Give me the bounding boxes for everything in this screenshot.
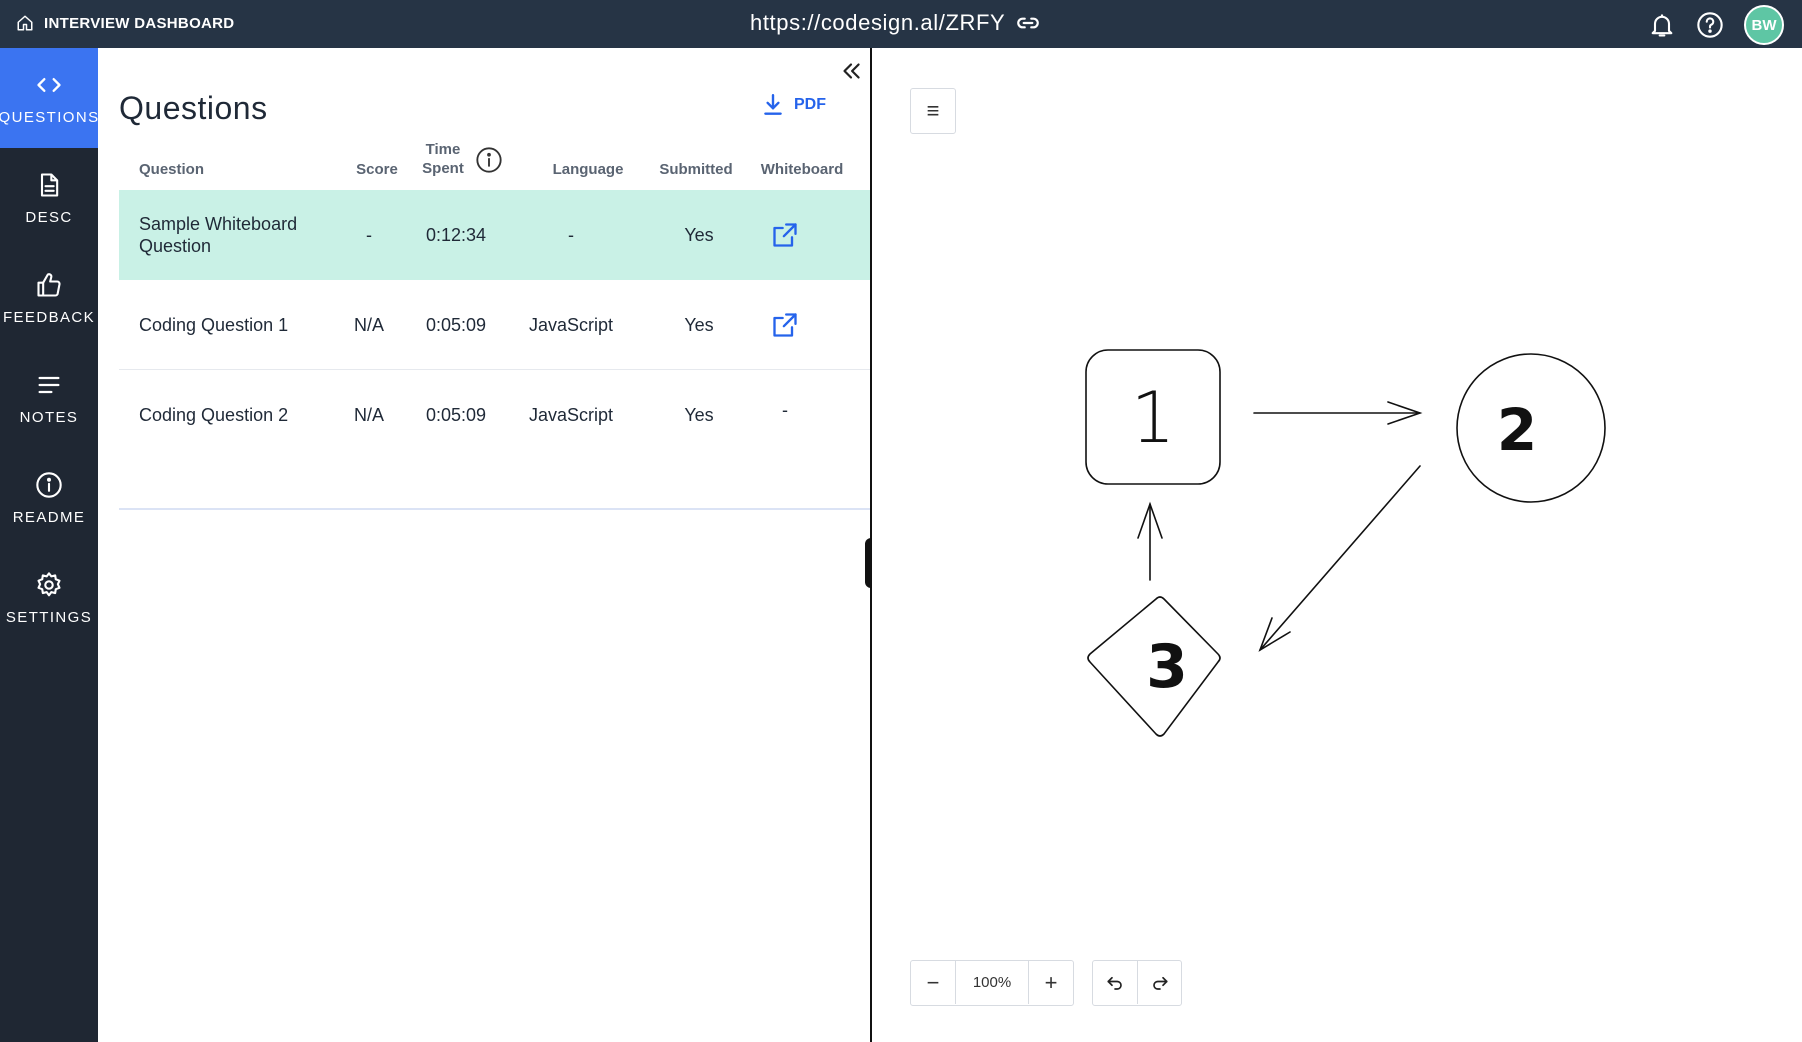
score-value: - [366,224,372,245]
column-header-time-line1: Time [425,141,461,158]
dashboard-title: INTERVIEW DASHBOARD [44,14,235,32]
arrow-diamond-to-square[interactable] [1137,501,1163,581]
open-external-icon[interactable] [771,221,799,249]
bell-icon[interactable] [1648,11,1676,39]
square-shape[interactable] [1085,349,1221,485]
sidebar-item-desc[interactable]: DESC [0,148,98,248]
document-icon [40,172,59,197]
page-title: Questions [119,90,268,126]
download-icon [764,94,782,115]
table-row[interactable]: Coding Question 2 N/A 0:05:09 JavaScript… [119,370,870,460]
time-spent-value: 0:12:34 [425,224,487,245]
undo-button[interactable] [1093,961,1137,1004]
top-bar: INTERVIEW DASHBOARD https://codesign.al/… [0,0,1802,48]
zoom-in-button[interactable]: + [1044,969,1058,995]
sidebar-item-label: QUESTIONS [0,108,100,126]
sidebar-item-questions[interactable]: QUESTIONS [0,48,98,148]
circle-label: 2 [1497,396,1537,464]
submitted-value: Yes [684,314,714,335]
time-spent-value: 0:05:09 [425,314,487,335]
thumbs-up-icon [37,272,61,297]
whiteboard-menu-button[interactable]: ≡ [910,88,956,134]
session-url-text: https://codesign.al/ZRFY [750,10,1006,35]
submitted-value: Yes [684,404,714,425]
whiteboard-canvas[interactable]: 1 2 3 ≡ − 100% + [872,48,1802,1042]
whiteboard-link[interactable] [752,280,818,370]
download-pdf-button[interactable]: PDF [760,92,826,118]
language-value: JavaScript [528,404,614,425]
sidebar: QUESTIONS DESC FEEDBACK NOTES README SET… [0,48,98,1042]
sidebar-item-label: README [12,508,86,526]
notes-lines-icon [38,376,60,393]
questions-panel: Questions PDF Question Score Time Spent … [98,48,870,1042]
whiteboard-value: - [782,400,788,420]
question-name: Coding Question 1 [139,315,289,335]
column-header-whiteboard: Whiteboard [760,161,844,178]
dashboard-home-link[interactable]: INTERVIEW DASHBOARD [16,14,234,32]
column-header-language: Language [552,161,624,178]
redo-button[interactable] [1137,961,1181,1004]
sidebar-item-label: FEEDBACK [2,308,96,326]
sidebar-item-label: NOTES [19,408,79,426]
sidebar-item-label: SETTINGS [5,608,93,626]
time-spent-value: 0:05:09 [425,404,487,425]
table-bottom-border [119,508,870,510]
column-header-submitted: Submitted [659,161,733,178]
sidebar-item-notes[interactable]: NOTES [0,348,98,448]
zoom-out-button[interactable]: − [926,969,940,995]
zoom-controls: − 100% + [910,960,1074,1006]
arrow-circle-to-diamond[interactable] [1258,465,1421,652]
question-name: Sample Whiteboard Question [139,214,298,256]
collapse-panel-icon[interactable] [838,58,864,84]
home-icon [17,15,33,31]
table-row[interactable]: Coding Question 1 N/A 0:05:09 JavaScript… [119,280,870,370]
sidebar-item-feedback[interactable]: FEEDBACK [0,248,98,348]
whiteboard-drawing: 1 2 3 [1085,349,1606,737]
user-avatar[interactable]: BW [1744,5,1784,45]
circle-shape[interactable] [1456,353,1606,503]
language-value: JavaScript [528,314,614,335]
session-url[interactable]: https://codesign.al/ZRFY [750,10,1041,36]
column-header-time-line2: Spent [422,160,464,177]
square-label: 1 [1131,377,1176,459]
gear-icon [37,571,61,596]
sidebar-item-readme[interactable]: README [0,448,98,548]
table-row[interactable]: Sample Whiteboard Question - 0:12:34 - Y… [119,190,870,280]
header-actions: BW [1648,5,1784,45]
sidebar-item-label: DESC [25,208,73,226]
open-external-icon[interactable] [771,311,799,339]
diamond-shape[interactable] [1087,596,1221,737]
score-value: N/A [353,314,384,335]
sidebar-item-settings[interactable]: SETTINGS [0,548,98,648]
info-circle-icon [36,471,62,498]
info-icon[interactable] [475,146,503,174]
question-name: Coding Question 2 [139,405,289,425]
code-brackets-icon [37,77,61,92]
zoom-level: 100% [955,961,1029,1004]
submitted-value: Yes [684,224,714,245]
diamond-label: 3 [1146,632,1188,702]
undo-icon [1107,976,1122,990]
redo-icon [1152,976,1168,990]
link-icon[interactable] [1015,10,1041,36]
pdf-label: PDF [794,96,826,113]
history-controls [1092,960,1182,1006]
help-icon[interactable] [1696,11,1724,39]
score-value: N/A [353,404,384,425]
column-header-question: Question [139,161,205,178]
whiteboard-link[interactable] [752,190,818,280]
column-header-score: Score [356,161,398,178]
arrow-square-to-circle[interactable] [1253,401,1423,425]
language-value: - [568,224,574,245]
column-header-time-spent: Time Spent [413,140,473,178]
